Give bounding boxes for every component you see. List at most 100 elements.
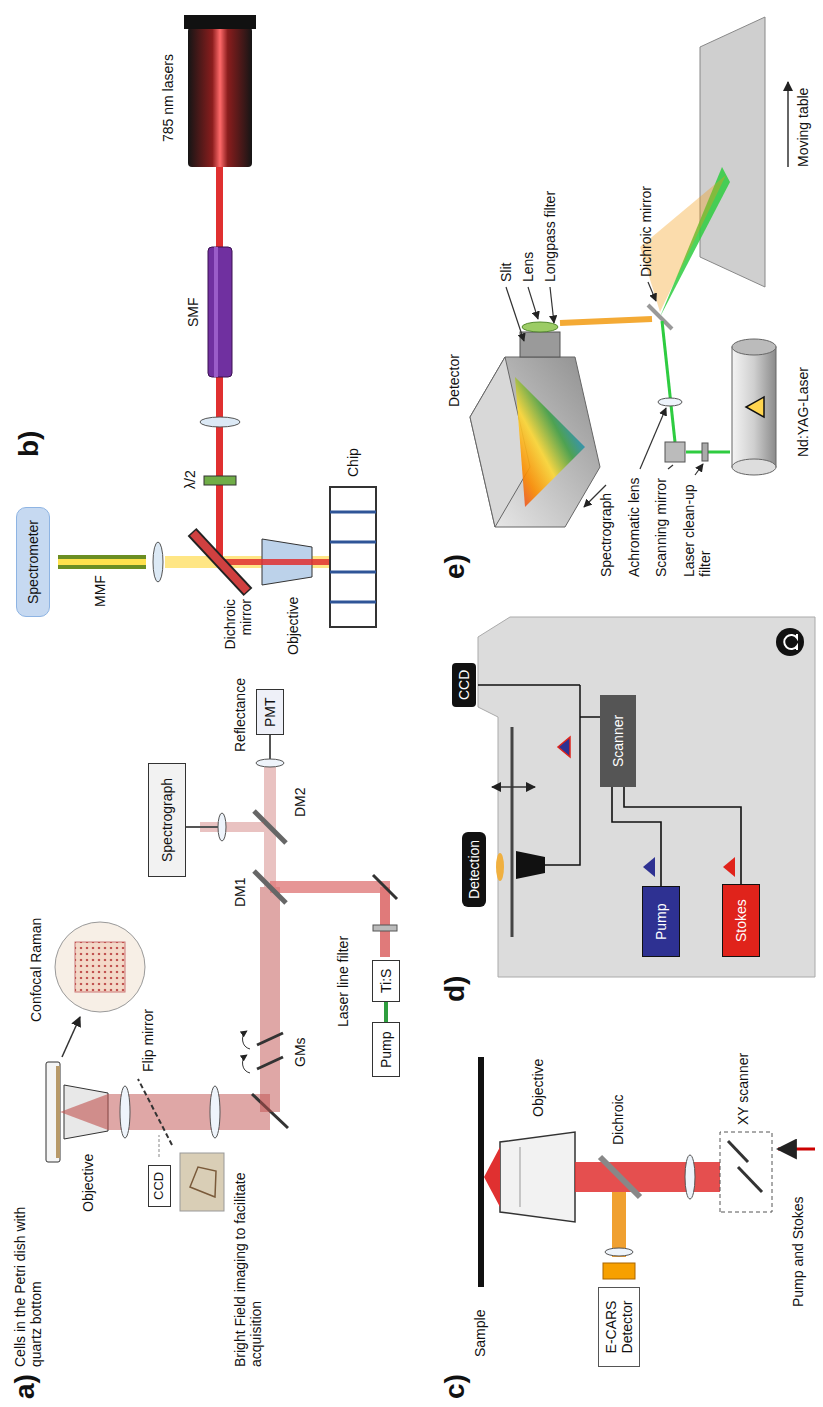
panel-b-drawing-part	[192, 532, 248, 592]
panel-e-drawing-part	[787, 82, 789, 167]
panel-b-drawing	[58, 15, 376, 627]
part-label: 785 nm lasers	[160, 54, 176, 142]
panel-b-drawing-part	[330, 601, 376, 604]
panel-a-drawing-part	[210, 1086, 220, 1138]
camera-box: CCD	[452, 663, 476, 707]
panel-d-drawing-part	[496, 853, 504, 881]
panel-e-drawing-part	[732, 347, 776, 467]
box-text: CCD	[152, 1172, 167, 1200]
panel-e-drawing-part	[560, 319, 652, 323]
panel-a-drawing-part	[180, 1153, 224, 1211]
box-text: Spectrometer	[25, 520, 41, 604]
beam-path	[612, 787, 661, 886]
panel-a-drawing-part	[120, 1086, 130, 1138]
part-label: Achromatic lens	[626, 477, 642, 577]
panel-letter: c)	[440, 1374, 471, 1399]
part-label: SMF	[185, 297, 201, 327]
part-label: Pump and Stokes	[790, 1196, 806, 1307]
part-label: Dichroic mirror	[222, 599, 254, 661]
box-text: Pump	[653, 903, 669, 940]
panel-a-drawing-part	[75, 942, 125, 992]
panel-e-drawing-part	[732, 339, 776, 355]
panel-a-drawing-part	[190, 1167, 216, 1197]
panel-e-drawing-part	[746, 397, 764, 417]
part-label: λ/2	[182, 470, 198, 489]
part-label: GMs	[292, 1037, 308, 1067]
panel-e-drawing-part	[648, 305, 672, 329]
panel-c-drawing-part	[720, 1132, 772, 1212]
panel-e-drawing-part	[470, 357, 600, 527]
camera-box: CCD	[148, 1165, 171, 1207]
panel-e-drawing-part	[665, 442, 685, 462]
part-label: Slit	[498, 263, 514, 282]
panel-c-drawing-part	[728, 1141, 748, 1162]
panel-c-drawing-part	[778, 1148, 815, 1151]
part-label: Dichroic	[610, 1094, 626, 1145]
box-text: Pump	[378, 1031, 394, 1068]
panel-e-drawing-part	[662, 321, 675, 442]
panel-a-drawing-part	[56, 1066, 60, 1158]
panel-d-drawing-part	[478, 685, 600, 865]
panel-b-drawing-part	[193, 533, 247, 591]
panel-d-drawing-part	[784, 634, 797, 650]
panel-b-drawing-part	[330, 511, 376, 514]
panel-e-drawing-part	[695, 464, 703, 475]
part-label: Lens	[520, 252, 536, 282]
panel-a-drawing-part	[373, 875, 397, 899]
part-label: Objective	[285, 597, 301, 655]
panel-e-drawing-part	[658, 398, 682, 406]
panel-letter: e)	[440, 554, 471, 579]
panel-b-drawing-part	[200, 417, 240, 427]
panel-c-drawing-part	[603, 1263, 635, 1279]
detection-box: Detection	[462, 832, 486, 907]
panel-a-drawing-part	[138, 1079, 172, 1145]
part-label: Reflectance	[232, 678, 248, 752]
panel-e-drawing-part	[668, 465, 673, 469]
panel-e-drawing-part	[528, 287, 538, 319]
panel-c-drawing-part	[605, 1248, 633, 1256]
panel-b-drawing-part	[214, 247, 218, 377]
panel-c-drawing-part	[520, 1147, 521, 1207]
panel-b-drawing-part	[220, 559, 345, 565]
panel-a-drawing-part	[243, 1055, 250, 1073]
panel-b-drawing-part	[330, 487, 376, 627]
part-label: Laser line filter	[335, 936, 351, 1027]
panel-e-drawing-part	[550, 287, 554, 323]
panel-c-drawing-part	[600, 1157, 640, 1197]
panel-d-drawing-part	[478, 617, 815, 977]
panel-e-drawing-part	[700, 17, 765, 287]
panel-b-drawing-part	[330, 541, 376, 544]
part-label: Objective	[80, 1154, 96, 1212]
panel-c-drawing-part	[500, 1132, 575, 1222]
panel-c-drawing-part	[612, 1192, 626, 1257]
detector-box: PMT	[256, 689, 284, 735]
panel-b-drawing-part	[330, 571, 376, 574]
detector-box: E-CARS Detector	[598, 1287, 640, 1367]
panel-e-drawing-part	[702, 443, 708, 461]
panel-e-drawing-part	[515, 377, 585, 507]
part-label: Longpass filter	[542, 191, 558, 282]
box-text: Spectrograph	[159, 778, 175, 862]
panel-b-drawing-part	[58, 555, 146, 569]
part-label: Objective	[530, 1059, 546, 1117]
panel-a-drawing-part	[218, 813, 226, 841]
panel-b-drawing-part	[208, 247, 232, 377]
panel-a-drawing-part	[159, 1135, 160, 1157]
box-text: PMT	[262, 697, 278, 727]
part-label: Nd:YAG-Laser	[795, 367, 811, 457]
panel-d-drawing-part	[723, 857, 735, 877]
panel-a-drawing-part	[55, 922, 145, 1012]
laser-box: Ti:S	[372, 960, 400, 1002]
panel-e-drawing-part	[732, 459, 776, 475]
panel-b-drawing-part	[184, 15, 256, 29]
panel-e-drawing	[470, 17, 788, 527]
panel-letter: d)	[440, 976, 471, 1002]
box-text: E-CARS Detector	[603, 1292, 635, 1362]
panel-d-drawing	[478, 617, 815, 977]
panel-a-drawing-part	[46, 1062, 60, 1162]
part-label: Detector	[446, 354, 462, 407]
spectrograph-box: Spectrograph	[148, 763, 186, 877]
panel-d-drawing-part	[516, 851, 545, 879]
